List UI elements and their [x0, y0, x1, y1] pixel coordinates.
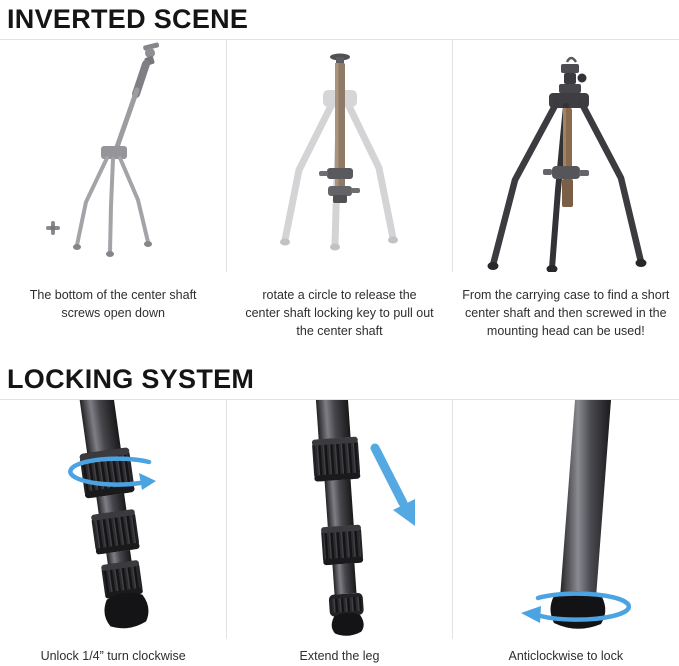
twist-lock-ring: [91, 509, 140, 555]
panel-caption: Extend the leg: [299, 649, 380, 663]
twist-lock-ring: [311, 436, 360, 482]
panel-caption: Anticlockwise to lock: [508, 649, 624, 663]
twist-lock-ring: [101, 560, 143, 599]
shaft-lock-clamp: [543, 166, 590, 179]
panel-inverted-step-2: [225, 40, 453, 272]
tripod-leg: [560, 400, 612, 598]
panel-lock-step-2: [225, 400, 453, 639]
locking-system-panel-row: [0, 400, 679, 639]
locking-system-captions: Unlock 1/4” turn clockwise Extend the le…: [0, 639, 679, 665]
tripod-legs: [75, 156, 150, 254]
twist-lock-ring: [320, 524, 363, 566]
photo-leg-twist-locks: [68, 400, 156, 629]
panel-caption: The bottom of the center shaft screws op…: [29, 288, 197, 321]
panel-caption: Unlock 1/4” turn clockwise: [40, 649, 186, 663]
photo-leg-extended: [311, 400, 415, 636]
tripod-spider: [101, 146, 127, 159]
shaft-lock-clamp: [318, 168, 360, 196]
panel-inverted-step-1: [0, 40, 226, 272]
caption-cell: From the carrying case to find a short c…: [453, 286, 679, 350]
panel-caption: From the carrying case to find a short c…: [462, 288, 670, 339]
caption-cell: Unlock 1/4” turn clockwise: [0, 647, 226, 665]
inverted-scene-captions: The bottom of the center shaft screws op…: [0, 272, 679, 360]
section-divider: [0, 39, 679, 40]
panel-caption: rotate a circle to release the center sh…: [245, 288, 434, 339]
section-title-inverted-scene: INVERTED SCENE: [7, 4, 249, 34]
section-title-locking-system: LOCKING SYSTEM: [7, 364, 255, 394]
caption-cell: The bottom of the center shaft screws op…: [0, 286, 226, 350]
rotate-anticlockwise-arrow-icon: [521, 591, 632, 623]
rotate-clockwise-arrow-icon: [68, 456, 156, 490]
caption-cell: rotate a circle to release the center sh…: [226, 286, 452, 350]
shaft-bottom-screw: [46, 221, 60, 235]
rubber-foot: [331, 612, 364, 636]
panel-lock-step-3: [452, 400, 679, 639]
extend-arrow-icon: [370, 443, 415, 526]
photo-tripod-short-center-shaft: [487, 56, 647, 272]
twist-lock-ring: [79, 447, 135, 499]
photo-tripod-ghost-center-shaft: [279, 53, 398, 251]
panel-lock-step-1: [0, 400, 226, 639]
rubber-foot: [104, 592, 149, 629]
panel-inverted-step-3: [452, 40, 679, 272]
caption-cell: Anticlockwise to lock: [453, 647, 679, 665]
tripod-leg: [311, 400, 364, 636]
photo-tripod-inverted-shaft: [46, 42, 160, 257]
photo-leg-foot-lock: [521, 400, 632, 629]
mounting-head: [561, 64, 580, 73]
tripod-leg: [78, 400, 149, 629]
inverted-scene-panel-row: [0, 40, 679, 272]
caption-cell: Extend the leg: [226, 647, 452, 665]
hanging-hook: [566, 56, 578, 63]
twist-lock-ring: [328, 592, 364, 617]
